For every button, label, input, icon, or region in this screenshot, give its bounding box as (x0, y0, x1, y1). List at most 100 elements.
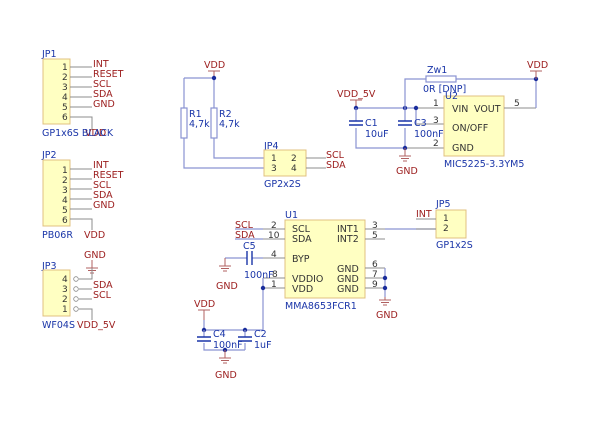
c5-ref: C5 (243, 241, 256, 252)
cap-wires (355, 108, 406, 149)
jp1-body[interactable] (42, 58, 71, 125)
connector-jp4[interactable]: JP4 1 2 3 4 SCL SDA GP2x2S (263, 141, 346, 190)
reg-net-vdd: VDD (527, 60, 548, 71)
regulator-section[interactable]: VDD_5V Zw1 0R [DNP] C1 10uF C3 100nF GND… (337, 60, 548, 177)
resistor-zw1[interactable] (425, 75, 457, 83)
jp5-ref: JP5 (435, 199, 451, 210)
u1-pin-4: 4 (271, 250, 277, 260)
jp2-body[interactable] (42, 159, 71, 227)
connector-jp3[interactable]: GND JP3 4 3 2 1 SDA SCL WF04S VDD_5V (41, 250, 116, 331)
jp5-pin-2: 2 (443, 224, 449, 234)
u1-gnd-symbol (379, 297, 391, 306)
jp2-pin-lines (70, 168, 93, 230)
u1-net-scl: SCL (235, 220, 254, 231)
jp5-pin-lines (416, 218, 436, 230)
jp1-pin-1: 1 (62, 63, 68, 73)
u2-pin-vin: VIN (452, 104, 468, 115)
jp2-net-scl: SCL (93, 180, 112, 191)
jp1-net-int: INT (93, 59, 109, 70)
connector-jp1[interactable]: JP1 1 2 3 4 5 6 INT RESET SCL SDA GND VD… (41, 49, 124, 139)
jp4-net-scl: SCL (326, 150, 345, 161)
u1-pin-name-int1: INT1 (337, 224, 359, 235)
u1-body[interactable] (284, 219, 366, 299)
junction (382, 275, 388, 281)
jp3-ref: JP3 (41, 261, 57, 272)
u1-value: MMA8653FCR1 (285, 301, 357, 312)
dec-net-gnd: GND (215, 370, 237, 381)
jp5-body[interactable] (435, 209, 467, 239)
dec-vdd-power-symbol (198, 309, 210, 320)
decoupling-caps[interactable]: VDD C4 100nF C2 1uF GND (194, 299, 272, 381)
jp4-pin-3: 3 (271, 164, 277, 174)
jp3-pin-4-marker (73, 276, 79, 282)
jp4-body[interactable] (263, 149, 307, 177)
vdd-out-power-symbol (530, 70, 542, 79)
capacitor-c1[interactable] (349, 120, 363, 126)
jp4-pin-2: 2 (291, 154, 297, 164)
jp1-pin-2: 2 (62, 73, 68, 83)
reg-net-gnd: GND (396, 166, 418, 177)
c3-value: 100nF (414, 129, 444, 140)
connector-jp5[interactable]: JP5 1 2 INT GP1x2S (416, 199, 473, 251)
u1-net-sda: SDA (235, 230, 255, 241)
jp2-net-sda: SDA (93, 190, 113, 201)
capacitor-c5[interactable] (246, 251, 253, 265)
regulator-u2-body[interactable] (443, 95, 505, 157)
u2-pin-2: 2 (433, 139, 439, 149)
resistor-r1[interactable] (180, 107, 188, 139)
jp2-net-int: INT (93, 160, 109, 171)
jp3-pin-1-marker (73, 306, 79, 312)
jp1-net-sda: SDA (93, 89, 113, 100)
jp1-pin-6: 6 (62, 113, 68, 123)
jp3-net-scl: SCL (93, 290, 112, 301)
junction (260, 285, 266, 291)
u1-net-gnd-right: GND (376, 310, 398, 321)
accelerometer-u1[interactable]: U1 2 10 4 8 1 SCL SDA BYP VDDIO VDD 3 5 … (216, 210, 436, 330)
jp1-ref: JP1 (41, 49, 57, 60)
jp5-value: GP1x2S (436, 240, 473, 251)
reg-gnd-symbol (399, 148, 411, 162)
u1-net-gnd-left: GND (216, 281, 238, 292)
jp2-net-reset: RESET (93, 170, 124, 181)
jp2-pin-2: 2 (62, 176, 68, 186)
u1-pin-name-gnd-9: GND (337, 284, 359, 295)
c1-value: 10uF (365, 129, 389, 140)
jp3-pin-2: 2 (62, 295, 68, 305)
pullup-resistors[interactable]: VDD R1 4,7k R2 4,7k (180, 60, 264, 169)
u1-pin-name-scl: SCL (292, 224, 311, 235)
connector-jp2[interactable]: JP2 1 2 3 4 5 6 INT RESET SCL SDA GND VD… (41, 150, 124, 241)
pullup-top-wires (183, 77, 215, 108)
jp3-pin-lines (79, 268, 93, 320)
u1-pin-5: 5 (372, 231, 378, 241)
jp2-pin-3: 3 (62, 186, 68, 196)
capacitor-c4[interactable] (197, 336, 211, 342)
u1-left-pin-lines (263, 228, 285, 289)
resistor-r2[interactable] (210, 107, 218, 139)
jp1-net-vdd: VDD (85, 128, 106, 139)
jp2-pin-6: 6 (62, 216, 68, 226)
c2-value: 1uF (254, 340, 272, 351)
u1-pin-6: 6 (372, 260, 378, 270)
u1-pin-name-sda: SDA (292, 234, 312, 245)
jp5-pin-1: 1 (443, 214, 449, 224)
jp3-body[interactable] (42, 269, 71, 317)
r1-ref: R1 (189, 109, 202, 120)
jp2-value: PB06R (42, 230, 73, 241)
jp2-pin-5: 5 (62, 206, 68, 216)
jp3-net-gnd: GND (84, 250, 106, 261)
jp1-net-gnd: GND (93, 99, 115, 110)
c5-gnd-symbol (219, 258, 231, 272)
u2-ref: U2 (445, 91, 458, 102)
jp1-pin-4: 4 (62, 93, 68, 103)
capacitor-c3[interactable] (398, 120, 412, 126)
zw1-wires (404, 78, 536, 108)
c5-value: 100nF (244, 270, 274, 281)
jp3-value: WF04S (42, 320, 75, 331)
pullup-bottom-wires (183, 138, 264, 169)
u1-i2c-wires (235, 228, 263, 240)
capacitor-c2[interactable] (238, 336, 252, 342)
u1-ref: U1 (285, 210, 298, 221)
jp3-pin-3: 3 (62, 285, 68, 295)
jp1-net-reset: RESET (93, 69, 124, 80)
